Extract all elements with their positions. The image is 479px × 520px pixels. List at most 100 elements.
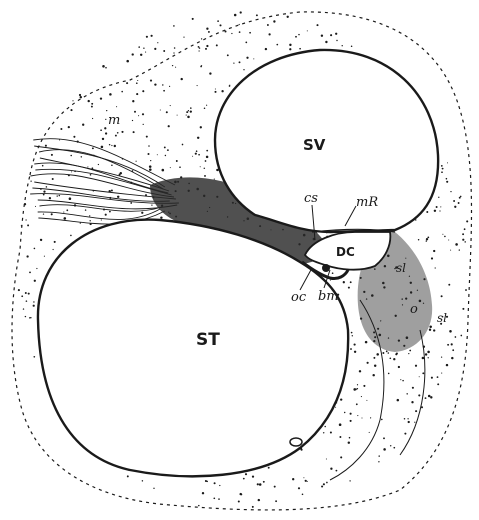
- stipple-dot: [162, 84, 163, 85]
- stipple-dot: [109, 211, 111, 213]
- stipple-dot: [23, 308, 24, 309]
- stipple-dot: [172, 65, 173, 66]
- stipple-dot: [444, 236, 446, 238]
- stipple-dot: [460, 335, 462, 337]
- stipple-dot: [167, 149, 169, 151]
- stipple-dot: [458, 202, 460, 204]
- stipple-dot: [231, 33, 232, 34]
- stipple-dot: [87, 166, 88, 167]
- stipple-dot: [157, 42, 158, 43]
- stipple-dot: [174, 47, 176, 49]
- stipple-dot: [190, 107, 192, 109]
- stipple-dot: [51, 213, 53, 215]
- stipple-dot: [33, 356, 35, 358]
- stipple-dot: [354, 344, 356, 346]
- stipple-dot: [187, 116, 190, 119]
- stipple-dot: [349, 480, 350, 481]
- stipple-dot: [335, 407, 336, 408]
- stipple-dot: [168, 125, 170, 127]
- stipple-dot: [208, 31, 210, 33]
- stipple-dot: [289, 48, 291, 50]
- stipple-dot: [448, 239, 449, 240]
- stipple-dot: [275, 500, 277, 502]
- stipple-dot: [192, 18, 194, 20]
- stipple-dot: [218, 498, 220, 500]
- stipple-dot: [43, 194, 45, 196]
- stipple-dot: [195, 153, 197, 155]
- stipple-dot: [276, 44, 278, 46]
- stipple-dot: [268, 467, 270, 469]
- stipple-dot: [245, 42, 247, 44]
- stipple-dot: [436, 206, 438, 208]
- stipple-dot: [363, 385, 365, 387]
- stipple-dot: [344, 412, 345, 413]
- stipple-dot: [350, 413, 352, 415]
- stipple-dot: [400, 379, 401, 380]
- stipple-dot: [25, 219, 26, 220]
- stipple-dot: [70, 235, 72, 237]
- stipple-dot: [448, 284, 450, 286]
- stipple-dot: [273, 20, 275, 22]
- stipple-dot: [406, 393, 407, 394]
- stipple-dot: [398, 366, 400, 368]
- stipple-dot: [389, 357, 391, 359]
- stipple-dot: [325, 41, 327, 43]
- stipple-dot: [462, 239, 464, 241]
- stipple-dot: [330, 280, 331, 281]
- stipple-dot: [295, 36, 297, 38]
- stipple-dot: [440, 206, 441, 207]
- stipple-dot: [219, 485, 220, 486]
- stipple-dot: [166, 111, 168, 113]
- stipple-dot: [339, 436, 341, 438]
- stipple-dot: [350, 420, 352, 422]
- stipple-dot: [109, 144, 110, 145]
- stipple-dot: [464, 241, 466, 243]
- stipple-dot: [412, 387, 414, 389]
- stipple-dot: [437, 383, 439, 385]
- stipple-dot: [175, 67, 176, 68]
- stipple-dot: [274, 486, 276, 488]
- stipple-dot: [339, 423, 342, 426]
- stipple-dot: [349, 437, 351, 439]
- stipple-dot: [462, 233, 464, 235]
- stipple-dot: [393, 447, 395, 449]
- stipple-dot: [148, 145, 150, 147]
- stipple-dot: [239, 24, 240, 25]
- stipple-dot: [68, 126, 70, 128]
- stipple-dot: [173, 52, 174, 53]
- stipple-dot: [256, 14, 258, 16]
- stipple-dot: [265, 48, 267, 50]
- stipple-dot: [170, 105, 171, 106]
- stipple-dot: [307, 481, 308, 482]
- stipple-dot: [154, 48, 156, 50]
- stipple-dot: [162, 169, 165, 172]
- stipple-dot: [298, 34, 299, 35]
- stipple-dot: [121, 131, 123, 133]
- stipple-dot: [105, 132, 107, 134]
- stipple-dot: [357, 384, 358, 385]
- stipple-dot: [91, 103, 93, 105]
- stipple-dot: [160, 216, 162, 218]
- stipple-dot: [163, 90, 165, 92]
- stipple-dot: [27, 224, 29, 226]
- stipple-dot: [219, 24, 221, 26]
- label-cochlear-duct: DC: [336, 245, 355, 259]
- stipple-dot: [450, 250, 451, 251]
- stipple-dot: [136, 93, 138, 95]
- stipple-dot: [305, 480, 307, 482]
- nerve-fiber: [39, 205, 162, 212]
- stipple-dot: [408, 353, 409, 354]
- stipple-dot: [30, 181, 31, 182]
- stipple-dot: [36, 268, 37, 269]
- stipple-dot: [64, 217, 67, 220]
- stipple-dot: [143, 47, 144, 48]
- stipple-dot: [88, 100, 90, 102]
- stipple-dot: [59, 195, 60, 196]
- stipple-dot: [141, 212, 143, 214]
- stipple-dot: [201, 38, 202, 39]
- stipple-dot: [350, 281, 352, 283]
- stipple-dot: [126, 82, 128, 84]
- stipple-dot: [59, 139, 60, 140]
- stipple-dot: [215, 88, 216, 89]
- stipple-dot: [43, 213, 44, 214]
